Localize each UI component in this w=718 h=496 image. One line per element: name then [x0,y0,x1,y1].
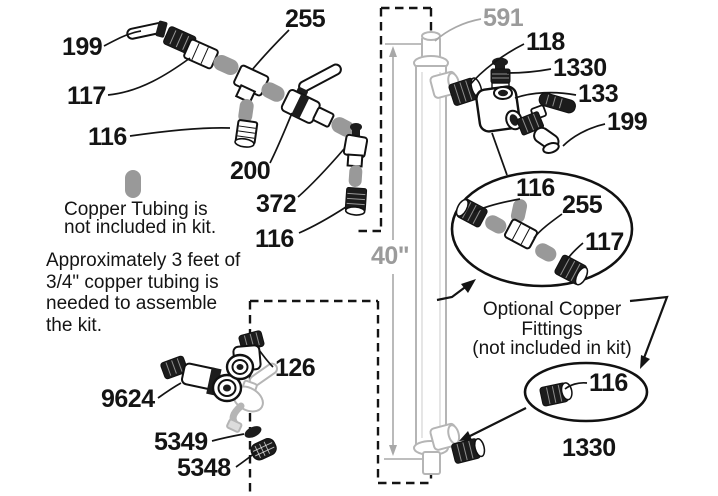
part-label-255: 255 [285,5,326,33]
tube-assembly [413,31,461,475]
part-label-117: 117 [67,82,106,110]
tube-bottom-side-nut [429,422,461,451]
arrow-to-big-oval [436,284,469,302]
part-label-118: 118 [526,28,565,56]
part-label-591: 591 [483,4,524,32]
elbow-126 [225,330,265,381]
faucet-199 [516,92,576,154]
oval-fitting-116 [455,198,488,228]
copper-segment [535,243,557,262]
leader-lines [103,18,606,468]
part-label-126: 126 [275,354,316,382]
small-oval-fitting-116 [539,382,573,407]
part-label-1330-bottom: 1330 [562,434,616,462]
tube-bottom-nipple [422,451,441,475]
copper-tubing-sample [125,170,141,198]
part-label-5349: 5349 [154,428,208,456]
elbow-9624 [160,355,243,403]
part-label-9624: 9624 [101,385,155,413]
tube-length-label: 40" [371,242,410,270]
tee-to-oval-line [491,132,508,176]
copper-segment [261,82,285,102]
fitting-1330 [490,57,511,89]
optional-fittings-oval [450,170,634,288]
tee-255 [233,64,270,104]
assembly-top-right [448,57,576,154]
single-fitting-oval [523,361,649,423]
part-label-372: 372 [256,190,297,218]
part-label-199-topleft: 199 [62,33,103,61]
faucet-shank-199 [126,20,197,55]
part-label-116-oval: 116 [516,174,555,202]
part-label-133: 133 [578,80,619,108]
copper-segment [485,215,507,234]
part-label-1330-top: 1330 [553,54,607,82]
copper-segment [213,54,239,76]
copper-tubing-note: Copper Tubing is not included in kit. [64,199,217,238]
assembly-top-left [126,20,369,216]
bottom-coupling-fitting [451,438,486,464]
dimension-arrowhead-up [389,46,397,57]
part-label-199-right: 199 [607,108,648,136]
fitting-116-b [344,186,368,216]
arrow-to-small-oval [629,295,669,359]
optional-fittings-note: Optional Copper Fittings (not included i… [472,299,632,359]
part-label-116-small-oval: 116 [589,369,628,397]
copper-length-note: Approximately 3 feet of 3/4" copper tubi… [46,250,241,336]
faucet-dashed-box [248,299,380,492]
part-label-116-b: 116 [255,225,294,253]
tee-body-133 [475,85,523,133]
faucet-assembly-bottom-left [160,330,279,461]
copper-segment [348,165,363,188]
washer-5349 [244,426,262,438]
arrow-oval-to-fitting [467,407,527,438]
dimension-40in [384,43,429,460]
copper-segment [238,99,254,123]
tube-body [415,65,447,445]
oval-fitting-117 [554,254,589,286]
ball-valve-200 [280,63,342,128]
dimension-arrowhead-down [389,445,397,456]
part-label-5348: 5348 [177,454,231,482]
part-label-116: 116 [88,123,127,151]
copper-segment [510,199,528,223]
part-label-255-oval: 255 [562,191,603,219]
copper-segment [331,117,355,137]
strainer-5348 [250,438,277,461]
fitting-117 [183,38,219,70]
fitting-116-a [234,119,259,148]
callout-arrows [436,279,669,441]
valve-handle [298,63,342,93]
part-label-200: 200 [230,157,271,185]
oval-tee-255 [504,218,538,250]
part-label-117-oval: 117 [585,228,624,256]
